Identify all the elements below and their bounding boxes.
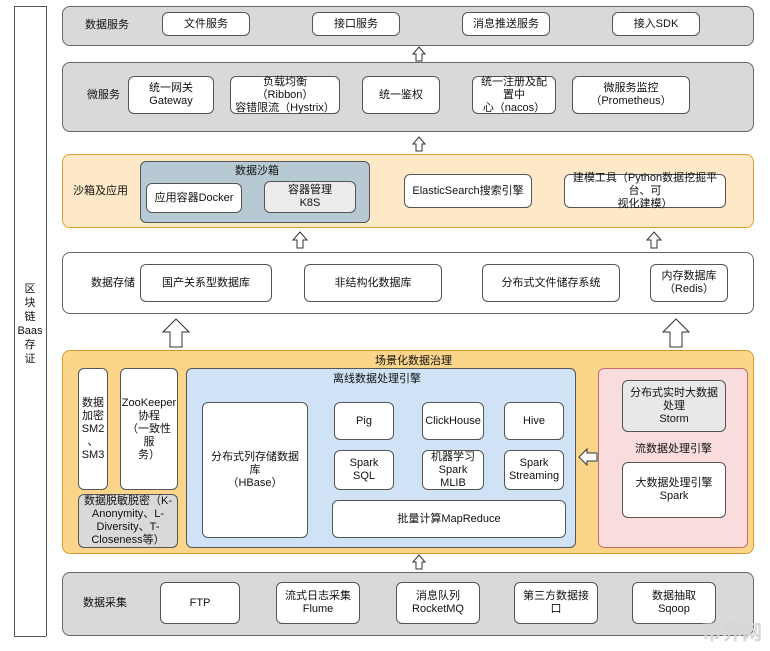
modeling-tool-box: 建模工具（Python数据挖掘平台、可 视化建模） [564,172,726,210]
data-collection-title: 数据采集 [83,597,127,609]
sidebar-left-line [14,6,15,636]
sidebar-label: 区 块 链 Baas 存 证 [17,283,43,365]
data-service-title: 数据服务 [85,19,129,31]
zookeeper-box: ZooKeeper 协程 （一致性服 务） [120,368,178,490]
sqoop-box: 数据抽取Sqoop [632,582,716,624]
data-storage-title: 数据存储 [91,277,135,289]
storm-box: 分布式实时大数据处理 Storm [622,380,726,432]
sdk-access-box: 接入SDK [612,12,700,36]
unstructured-db-box: 非结构化数据库 [304,264,442,302]
stream-engine-title: 流数据处理引擎 [635,443,712,455]
api-service-box: 接口服务 [312,12,400,36]
data-sandbox-title: 数据沙箱 [235,165,279,177]
sidebar-top-line [14,6,46,7]
third-party-api-box: 第三方数据接口 [514,582,598,624]
encryption-box: 数据 加密 SM2 、 SM3 [78,368,108,490]
push-service-box: 消息推送服务 [462,12,550,36]
mapreduce-box: 批量计算MapReduce [332,500,566,538]
k8s-box: 容器管理 K8S [264,181,356,213]
auth-box: 统一鉴权 [362,76,440,114]
pig-box: Pig [334,402,394,440]
ribbon-hystrix-box: 负载均衡（Ribbon） 容错限流（Hystrix） [230,76,340,114]
nacos-box: 统一注册及配置中 心（nacos） [472,76,556,114]
spark-mlib-box: 机器学习 Spark MLIB [422,450,484,490]
ftp-box: FTP [160,582,240,624]
elasticsearch-box: ElasticSearch搜索引擎 [404,174,532,208]
up-arrow-icon [292,231,308,249]
docker-box: 应用容器Docker [146,183,242,213]
file-service-box: 文件服务 [162,12,250,36]
up-arrow-icon [412,554,426,570]
prometheus-box: 微服务监控 （Prometheus） [572,76,690,114]
sandbox-title: 沙箱及应用 [73,185,128,197]
data-masking-box: 数据脱敏脱密（K- Anonymity、L- Diversity、T- Clos… [78,494,178,548]
sidebar-bottom-line [14,636,46,637]
redis-box: 内存数据库 （Redis） [650,264,728,302]
flume-box: 流式日志采集 Flume [276,582,360,624]
up-arrow-icon [662,318,690,348]
microservice-title: 微服务 [87,89,120,101]
up-arrow-icon [646,231,662,249]
up-arrow-icon [412,46,426,62]
sidebar-right-line [46,6,47,636]
spark-sql-box: Spark SQL [334,450,394,490]
watermark-logo: 币界网 [702,622,762,644]
hbase-box: 分布式列存储数据库 （HBase） [202,402,308,538]
spark-engine-box: 大数据处理引擎Spark [622,462,726,518]
gateway-box: 统一网关Gateway [128,76,214,114]
clickhouse-box: ClickHouse [422,402,484,440]
rocketmq-box: 消息队列 RocketMQ [396,582,480,624]
data-governance-title: 场景化数据治理 [375,355,452,367]
dfs-box: 分布式文件储存系统 [482,264,620,302]
domestic-rdb-box: 国产关系型数据库 [140,264,272,302]
left-arrow-icon [578,448,598,466]
up-arrow-icon [162,318,190,348]
hive-box: Hive [504,402,564,440]
up-arrow-icon [412,136,426,152]
spark-streaming-box: Spark Streaming [504,450,564,490]
offline-engine-title: 离线数据处理引擎 [333,373,421,385]
